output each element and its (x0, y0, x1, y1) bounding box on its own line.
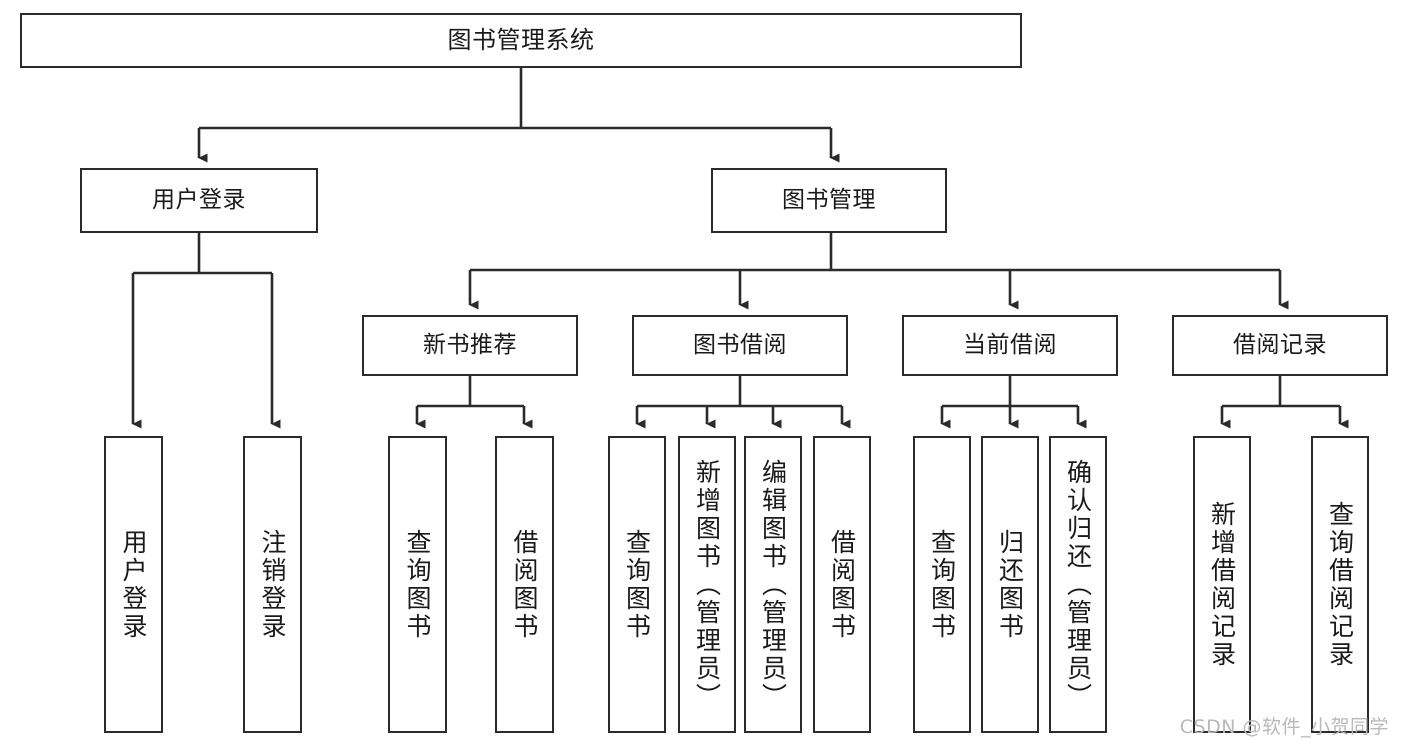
leaf-query-record[interactable]: 查询借阅记录 (1311, 436, 1369, 733)
node-root-system[interactable]: 图书管理系统 (20, 13, 1022, 68)
node-label: 借阅记录 (1233, 331, 1327, 358)
node-label: 当前借阅 (963, 331, 1057, 358)
leaf-add-book[interactable]: 新增图书（管理员） (678, 436, 736, 733)
node-label: 编辑图书（管理员） (758, 458, 788, 711)
csdn-watermark: CSDN @软件_小贺同学 (1179, 716, 1389, 738)
leaf-edit-book[interactable]: 编辑图书（管理员） (744, 436, 802, 733)
leaf-query-book-3[interactable]: 查询图书 (913, 436, 971, 733)
leaf-query-book-2[interactable]: 查询图书 (608, 436, 666, 733)
node-label: 新书推荐 (423, 331, 517, 358)
leaf-return-book[interactable]: 归还图书 (981, 436, 1039, 733)
node-user-login[interactable]: 用户登录 (80, 168, 318, 233)
node-book-borrow[interactable]: 图书借阅 (632, 315, 848, 376)
node-label: 查询图书 (403, 528, 432, 641)
leaf-query-book-1[interactable]: 查询图书 (388, 436, 447, 733)
leaf-user-login[interactable]: 用户登录 (104, 436, 163, 733)
node-label: 图书管理系统 (447, 26, 595, 55)
leaf-confirm-return[interactable]: 确认归还（管理员） (1049, 436, 1107, 733)
node-label: 新增借阅记录 (1207, 500, 1237, 669)
node-label: 查询借阅记录 (1325, 500, 1355, 669)
leaf-add-record[interactable]: 新增借阅记录 (1193, 436, 1251, 733)
leaf-logout-login[interactable]: 注销登录 (243, 436, 302, 733)
node-label: 图书管理 (782, 186, 876, 213)
node-borrow-record[interactable]: 借阅记录 (1172, 315, 1388, 376)
node-label: 图书借阅 (693, 331, 787, 358)
leaf-borrow-book-2[interactable]: 借阅图书 (813, 436, 871, 733)
node-new-book-recommend[interactable]: 新书推荐 (362, 315, 578, 376)
node-label: 借阅图书 (827, 528, 857, 641)
node-label: 归还图书 (995, 528, 1025, 641)
node-label: 查询图书 (927, 528, 957, 641)
node-book-manage[interactable]: 图书管理 (711, 168, 947, 233)
node-label: 用户登录 (119, 528, 148, 641)
node-current-borrow[interactable]: 当前借阅 (902, 315, 1118, 376)
node-label: 新增图书（管理员） (692, 458, 722, 711)
node-label: 借阅图书 (510, 528, 539, 641)
node-label: 确认归还（管理员） (1063, 458, 1093, 711)
node-label: 用户登录 (152, 186, 246, 213)
leaf-borrow-book-1[interactable]: 借阅图书 (495, 436, 554, 733)
node-label: 查询图书 (622, 528, 652, 641)
node-label: 注销登录 (258, 528, 287, 641)
